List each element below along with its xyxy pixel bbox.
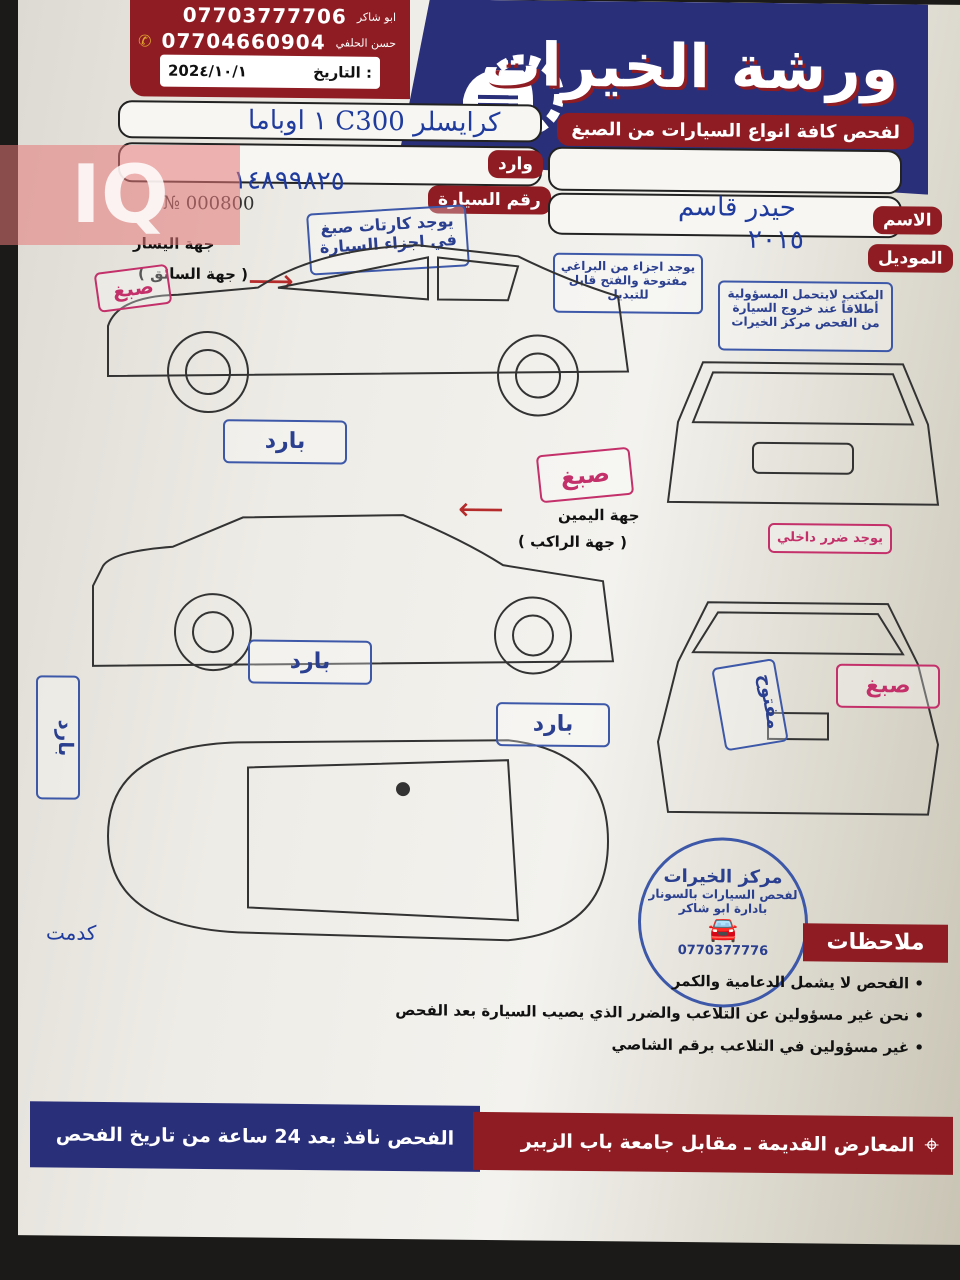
car-rear-diagram	[656, 601, 940, 816]
watermark-logo: IQ	[0, 145, 240, 245]
note-item: • غير مسؤولين في التلاعب برقم الشاصي	[611, 1035, 924, 1057]
seal-title: مركز الخيرات	[663, 865, 783, 889]
location-pin-icon: ⌖	[924, 1130, 939, 1161]
paint-stamp: صبغ	[535, 446, 635, 504]
car-left-side-diagram	[107, 244, 630, 417]
note-item: • نحن غير مسؤولين عن التلاعب والضرر الذي…	[395, 1001, 924, 1025]
note-item: • الفحص لا يشمل الدعامية والكمر	[671, 971, 924, 993]
seal-car-icon: 🚘	[708, 915, 738, 944]
name-value: حيدر قاسم	[678, 191, 796, 224]
seal-line1: لفحص السيارات بالسونار	[648, 886, 798, 903]
validity-banner: الفحص نافذ بعد 24 ساعة من تاريخ الفحص	[30, 1101, 480, 1172]
note-text: غير مسؤولين في التلاعب برقم الشاصي	[611, 1035, 910, 1057]
note-text: نحن غير مسؤولين عن التلاعب والضرر الذي ي…	[395, 1001, 910, 1025]
cold-stamp: بارد	[36, 675, 80, 800]
validity-text: الفحص نافذ بعد 24 ساعة من تاريخ الفحص	[55, 1123, 455, 1150]
car-top-view-diagram	[106, 739, 610, 942]
phone-number: 07704660904	[161, 28, 326, 55]
handwritten-note: كدمت	[46, 920, 97, 945]
inspection-form-paper: 07703777706 ابو شاكر ✆ 07704660904 حسن ا…	[18, 0, 960, 1245]
description-value: كرايسلر C300 ١ اوباما	[248, 105, 501, 139]
phone-number: 07703777706	[182, 2, 347, 29]
cold-stamp: بارد	[248, 639, 372, 685]
phone-owner: ابو شاكر	[356, 10, 396, 24]
car-front-diagram	[666, 361, 940, 506]
seal-phone: 0770377776	[677, 942, 769, 959]
watermark-text: IQ	[71, 148, 169, 241]
phone-icon: ✆	[138, 30, 152, 50]
date-label: التاريخ :	[313, 63, 372, 82]
phone-row: 07703777706 ابو شاكر	[183, 3, 396, 29]
cold-stamp: بارد	[223, 419, 347, 465]
cold-stamp: بارد	[496, 702, 610, 748]
notes-title: ملاحظات	[803, 923, 948, 963]
name-label: الاسم	[873, 206, 942, 235]
model-value: ٢٠١٥	[748, 224, 804, 256]
note-text: الفحص لا يشمل الدعامية والكمر	[671, 971, 910, 993]
imported-label: وارد	[488, 149, 543, 179]
address-banner: المعارض القديمة ـ مقابل جامعة باب الزبير…	[473, 1111, 953, 1175]
car-right-side-diagram	[92, 514, 615, 675]
date-box: 202٤/١٠/١ التاريخ :	[160, 54, 380, 89]
plate-value: ١٤٨٩٩٨٢٥	[233, 165, 345, 197]
internal-damage-stamp: يوجد ضرر داخلي	[768, 522, 892, 555]
phone-owner: حسن الحلفي	[335, 35, 396, 50]
address-text: المعارض القديمة ـ مقابل جامعة باب الزبير	[520, 1130, 915, 1157]
paint-stamp: صبغ	[836, 663, 940, 709]
phone-row: ✆ 07704660904 حسن الحلفي	[138, 28, 396, 55]
blank-field[interactable]	[548, 146, 902, 195]
shop-name: ورشة الخيرات	[480, 29, 898, 105]
contact-block: 07703777706 ابو شاكر ✆ 07704660904 حسن ا…	[130, 0, 410, 100]
disclaimer-stamp: المكتب لايتحمل المسؤولية أطلاقاً عند خرو…	[718, 280, 893, 353]
model-label: الموديل	[868, 243, 953, 273]
date-value: 202٤/١٠/١	[168, 61, 247, 81]
shop-tagline: لفحص كافة انواع السيارات من الصبغ	[557, 113, 914, 150]
